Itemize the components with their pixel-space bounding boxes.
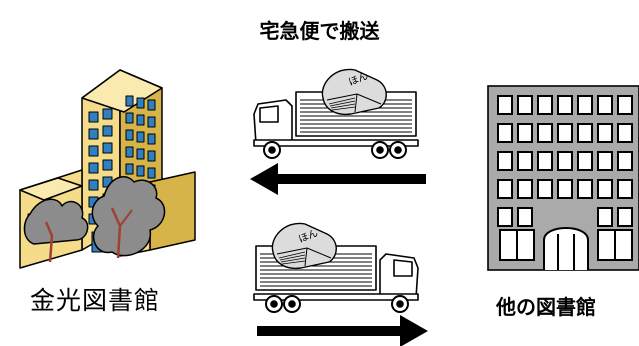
package-bottom-icon: ほん <box>271 222 337 270</box>
arrow-right-icon <box>257 315 428 346</box>
package-top-icon: ほん <box>321 68 387 116</box>
other-library-label: 他の図書館 <box>496 295 596 319</box>
diagram-title: 宅急便で搬送 <box>259 19 380 43</box>
kanko-library-label: 金光図書館 <box>30 286 161 315</box>
kanko-library-building <box>19 69 196 269</box>
other-library-building <box>487 85 639 271</box>
arrow-left-icon <box>250 163 426 195</box>
